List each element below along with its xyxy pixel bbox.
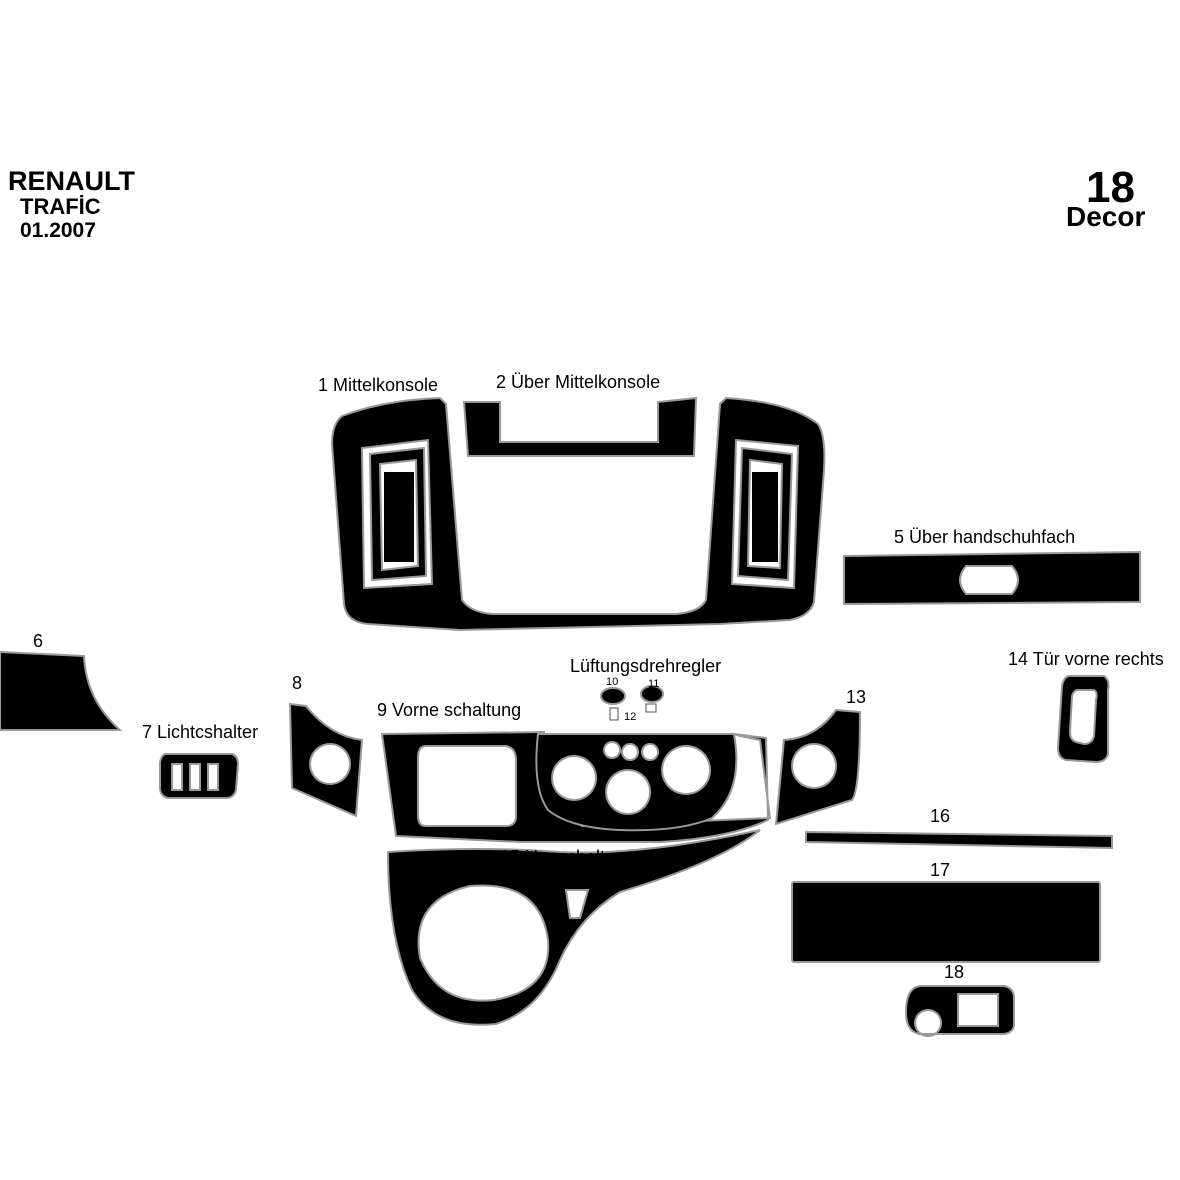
- part-12-tab: [609, 707, 619, 721]
- label-18: 18: [944, 962, 964, 982]
- label-4: 4: [754, 500, 764, 520]
- part-17-panel: [791, 881, 1101, 963]
- brand-title: RENAULT: [8, 166, 135, 196]
- part-16-strip: [805, 830, 1113, 850]
- label-1: 1 Mittelkonsole: [318, 375, 438, 395]
- label-15: 15 Um schaltung: [500, 847, 635, 867]
- label-16: 16: [930, 806, 950, 826]
- part-8: [288, 702, 364, 818]
- part-12-tab-2: [645, 703, 657, 713]
- part-2-upper-console: [462, 396, 698, 457]
- part-5-glovebox-strip: [843, 550, 1141, 606]
- label-13: 13: [846, 687, 866, 707]
- label-8: 8: [292, 673, 302, 693]
- label-6: 6: [33, 631, 43, 651]
- part-3-fill: [384, 472, 414, 562]
- kit-type: Decor: [1066, 201, 1146, 232]
- part-15-shifter-surround: [386, 829, 761, 1026]
- part-14-door-trim: [1056, 675, 1110, 764]
- part-7-light-switch: [159, 753, 240, 799]
- label-2: 2 Über Mittelkonsole: [496, 372, 660, 392]
- label-12: 12: [624, 711, 636, 723]
- label-7: 7 Lichtcshalter: [142, 722, 258, 742]
- label-10: 10: [606, 676, 618, 688]
- model-date: 01.2007: [20, 219, 96, 242]
- label-17: 17: [930, 860, 950, 880]
- part-13: [774, 708, 862, 826]
- vent-cluster: [535, 733, 738, 832]
- label-5: 5 Über handschuhfach: [894, 527, 1075, 547]
- part-10-knob: [600, 687, 626, 705]
- label-3: 3: [392, 500, 402, 520]
- label-vent: Lüftungsdrehregler: [570, 656, 721, 676]
- label-11: 11: [648, 678, 659, 690]
- part-4-fill: [752, 472, 778, 562]
- part-11-knob: [640, 685, 664, 703]
- part-1-center-console: [330, 396, 826, 632]
- label-14: 14 Tür vorne rechts: [1008, 649, 1164, 669]
- part-3-window: [368, 446, 428, 582]
- label-9: 9 Vorne schaltung: [377, 700, 521, 720]
- part-18-bezel: [904, 985, 1015, 1037]
- part-4-window: [736, 446, 794, 582]
- model-title: TRAFİC: [20, 194, 101, 219]
- piece-count: 18: [1086, 163, 1135, 212]
- part-6: [0, 650, 123, 731]
